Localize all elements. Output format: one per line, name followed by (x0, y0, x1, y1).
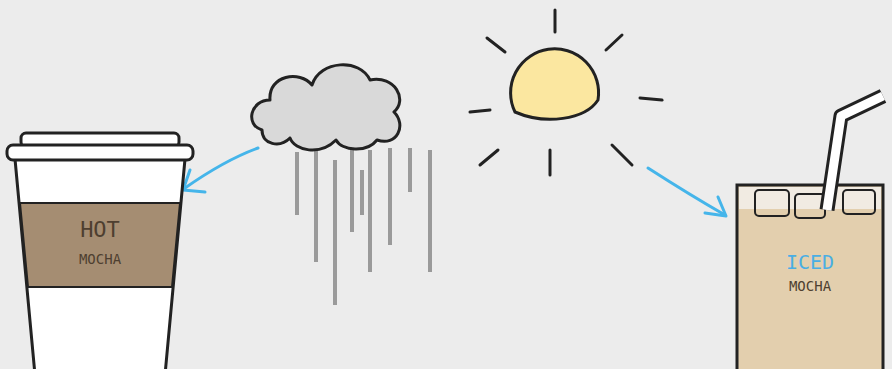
drink-temperature: ICED (737, 250, 883, 274)
drink-name: MOCHA (737, 278, 883, 294)
hot-cup-outline (5, 125, 195, 369)
iced-glass: ICED MOCHA (715, 90, 892, 369)
iced-glass-outline (715, 90, 892, 369)
drink-name: MOCHA (20, 251, 180, 267)
sun (470, 10, 662, 175)
rain-lines (297, 148, 430, 305)
flow-arrows (183, 148, 726, 216)
drink-temperature: HOT (20, 217, 180, 242)
rain-cloud (252, 65, 400, 150)
hot-cup: HOT MOCHA (5, 125, 195, 369)
